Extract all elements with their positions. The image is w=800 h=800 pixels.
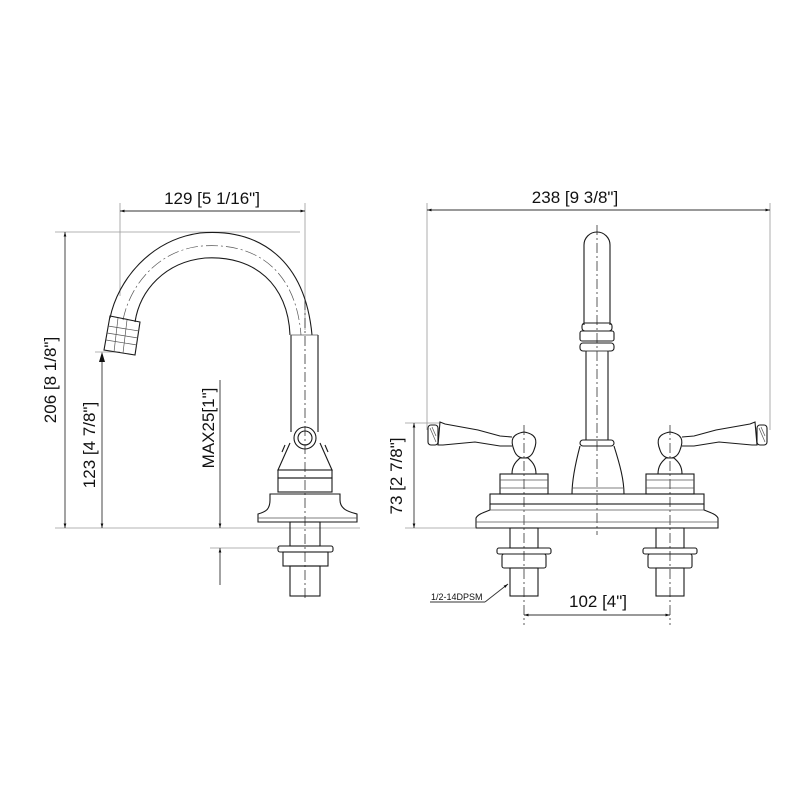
front-view xyxy=(405,203,771,625)
overall-height-label: 206 [8 1/8"] xyxy=(41,337,60,423)
handle-height-label: 73 [2 7/8"] xyxy=(387,438,406,515)
center-spacing-label: 102 [4"] xyxy=(569,592,627,611)
front-width-label: 238 [9 3/8"] xyxy=(532,188,618,207)
spout-height-label: 123 [4 7/8"] xyxy=(80,402,99,488)
side-width-label: 129 [5 1/16"] xyxy=(164,189,260,208)
deck-thickness-label: MAX25[1"] xyxy=(199,388,218,469)
left-handle xyxy=(427,421,549,495)
right-handle xyxy=(645,421,768,495)
aerator xyxy=(103,315,141,356)
side-view xyxy=(55,203,360,600)
thread-callout-label: 1/2-14DPSM xyxy=(431,592,483,602)
